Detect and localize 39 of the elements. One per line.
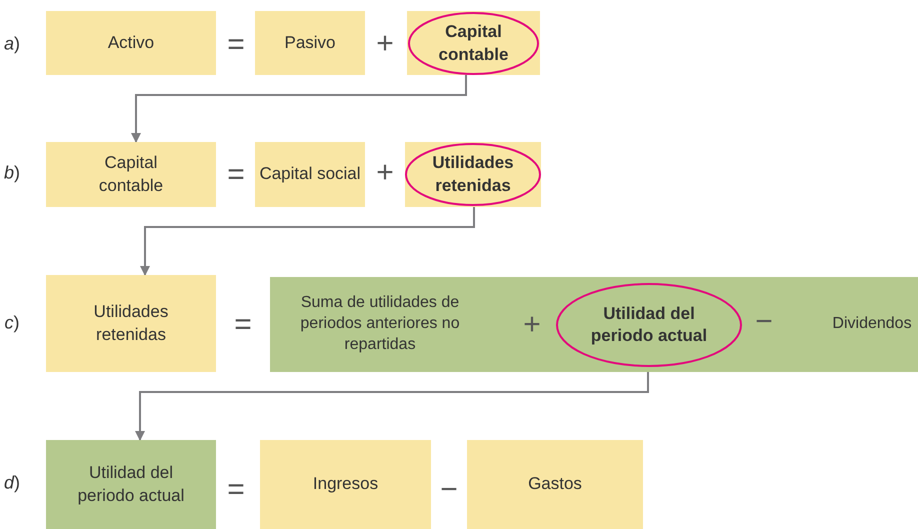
term-box: [260, 440, 431, 529]
term-text: Suma de utilidades de periodos anteriores no repartidas: [299, 293, 461, 355]
operator-sign: +: [376, 27, 394, 61]
operator-sign: +: [523, 308, 541, 342]
term-box: [46, 440, 216, 529]
term-box: [46, 142, 216, 207]
term-box: [255, 142, 365, 207]
row-label: c): [4, 312, 20, 334]
term-box: [46, 11, 216, 75]
arrow: [135, 372, 649, 441]
operator-sign: =: [234, 308, 252, 342]
term-text: Capital contable: [98, 152, 164, 196]
term-text: Capital social: [259, 163, 361, 186]
term-text: Capital contable: [438, 21, 510, 66]
term-text: Gastos: [528, 473, 582, 496]
term-text: Utilidad del periodo actual: [590, 302, 708, 347]
term-text: Dividendos: [832, 314, 912, 334]
operator-sign: +: [376, 156, 394, 190]
term-text: Ingresos: [312, 473, 378, 496]
operator-sign: =: [227, 473, 245, 507]
term-box: [270, 277, 918, 372]
term-text: Utilidades retenidas: [431, 152, 515, 196]
term-box: [467, 440, 643, 529]
term-text: Utilidad del periodo actual: [76, 462, 186, 506]
highlight-ellipse: [556, 283, 742, 367]
operator-sign: =: [227, 28, 245, 62]
arrow: [131, 75, 467, 143]
term-text: Utilidades retenidas: [92, 301, 170, 346]
term-text: Pasivo: [284, 32, 336, 54]
operator-sign: −: [755, 305, 773, 339]
term-text: Activo: [108, 32, 154, 54]
term-box: [46, 275, 216, 372]
term-box: [255, 11, 365, 75]
row-label: a): [4, 34, 20, 54]
operator-sign: −: [440, 473, 458, 507]
operator-sign: =: [227, 158, 245, 192]
row-label: b): [4, 162, 20, 184]
arrow: [140, 207, 475, 276]
row-label: d): [4, 472, 20, 494]
